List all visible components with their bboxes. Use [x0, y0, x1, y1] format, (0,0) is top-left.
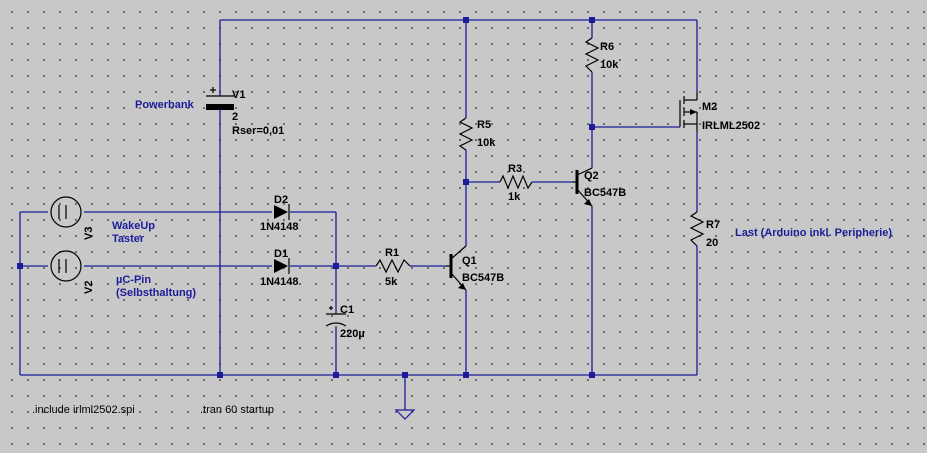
d2-value: 1N4148 [260, 221, 299, 233]
net-load: Last (Arduino inkl. Peripherie) [735, 227, 892, 239]
wires [19, 19, 698, 410]
diode-d1-symbol[interactable] [274, 258, 290, 274]
net-powerbank: Powerbank [135, 99, 195, 111]
r1-value: 5k [385, 276, 398, 288]
r3-name: R3 [508, 163, 522, 175]
d1-value: 1N4148 [260, 276, 299, 288]
m2-value: IRLML2502 [702, 120, 760, 132]
r7-value: 20 [706, 237, 718, 249]
transistor-q2-symbol[interactable] [572, 167, 593, 207]
voltage-source-v3-symbol[interactable] [50, 196, 82, 228]
resistor-r3-symbol[interactable] [499, 174, 533, 190]
net-wakeup-1: WakeUp [112, 220, 155, 232]
v1-extra: Rser=0,01 [232, 125, 284, 137]
resistor-r6-symbol[interactable] [584, 37, 600, 73]
net-uc-pin-2: (Selbsthaltung) [116, 287, 196, 299]
ground-symbol[interactable] [394, 409, 416, 420]
v1-value: 2 [232, 111, 238, 123]
r5-value: 10k [477, 137, 496, 149]
v3-name: V3 [83, 227, 95, 240]
r6-value: 10k [600, 59, 619, 71]
c1-value: 220µ [340, 328, 365, 340]
voltage-source-v2-symbol[interactable] [50, 250, 82, 282]
v1-name: V1 [232, 89, 245, 101]
d2-name: D2 [274, 194, 288, 206]
include-directive: .include irlml2502.spi [32, 404, 135, 416]
q1-value: BC547B [462, 272, 504, 284]
m2-name: M2 [702, 101, 717, 113]
q2-value: BC547B [584, 187, 626, 199]
d1-name: D1 [274, 248, 288, 260]
net-uc-pin-1: µC-Pin [116, 274, 151, 286]
r5-name: R5 [477, 119, 491, 131]
capacitor-c1-symbol[interactable] [325, 306, 347, 327]
r3-value: 1k [508, 191, 521, 203]
tran-directive: .tran 60 startup [200, 404, 274, 416]
transistor-q1-symbol[interactable] [446, 245, 467, 291]
r1-name: R1 [385, 247, 399, 259]
battery-v1-symbol[interactable] [206, 87, 234, 110]
c1-name: C1 [340, 304, 354, 316]
v2-name: V2 [83, 281, 95, 294]
net-labels: Powerbank WakeUp Taster µC-Pin (Selbstha… [112, 99, 892, 299]
net-wakeup-2: Taster [112, 233, 145, 245]
resistor-r5-symbol[interactable] [458, 117, 474, 151]
resistor-r7-symbol[interactable] [689, 211, 705, 247]
spice-directives[interactable]: .include irlml2502.spi .tran 60 startup [32, 404, 274, 416]
r7-name: R7 [706, 219, 720, 231]
diode-d2-symbol[interactable] [274, 204, 290, 220]
component-labels: V1 2 Rser=0,01 V3 V2 D2 1N4148 D1 1N4148… [83, 41, 760, 340]
junction-nodes [17, 17, 595, 378]
q2-name: Q2 [584, 170, 599, 182]
resistor-r1-symbol[interactable] [375, 258, 411, 274]
q1-name: Q1 [462, 255, 477, 267]
mosfet-m2-symbol[interactable] [679, 92, 698, 132]
r6-name: R6 [600, 41, 614, 53]
